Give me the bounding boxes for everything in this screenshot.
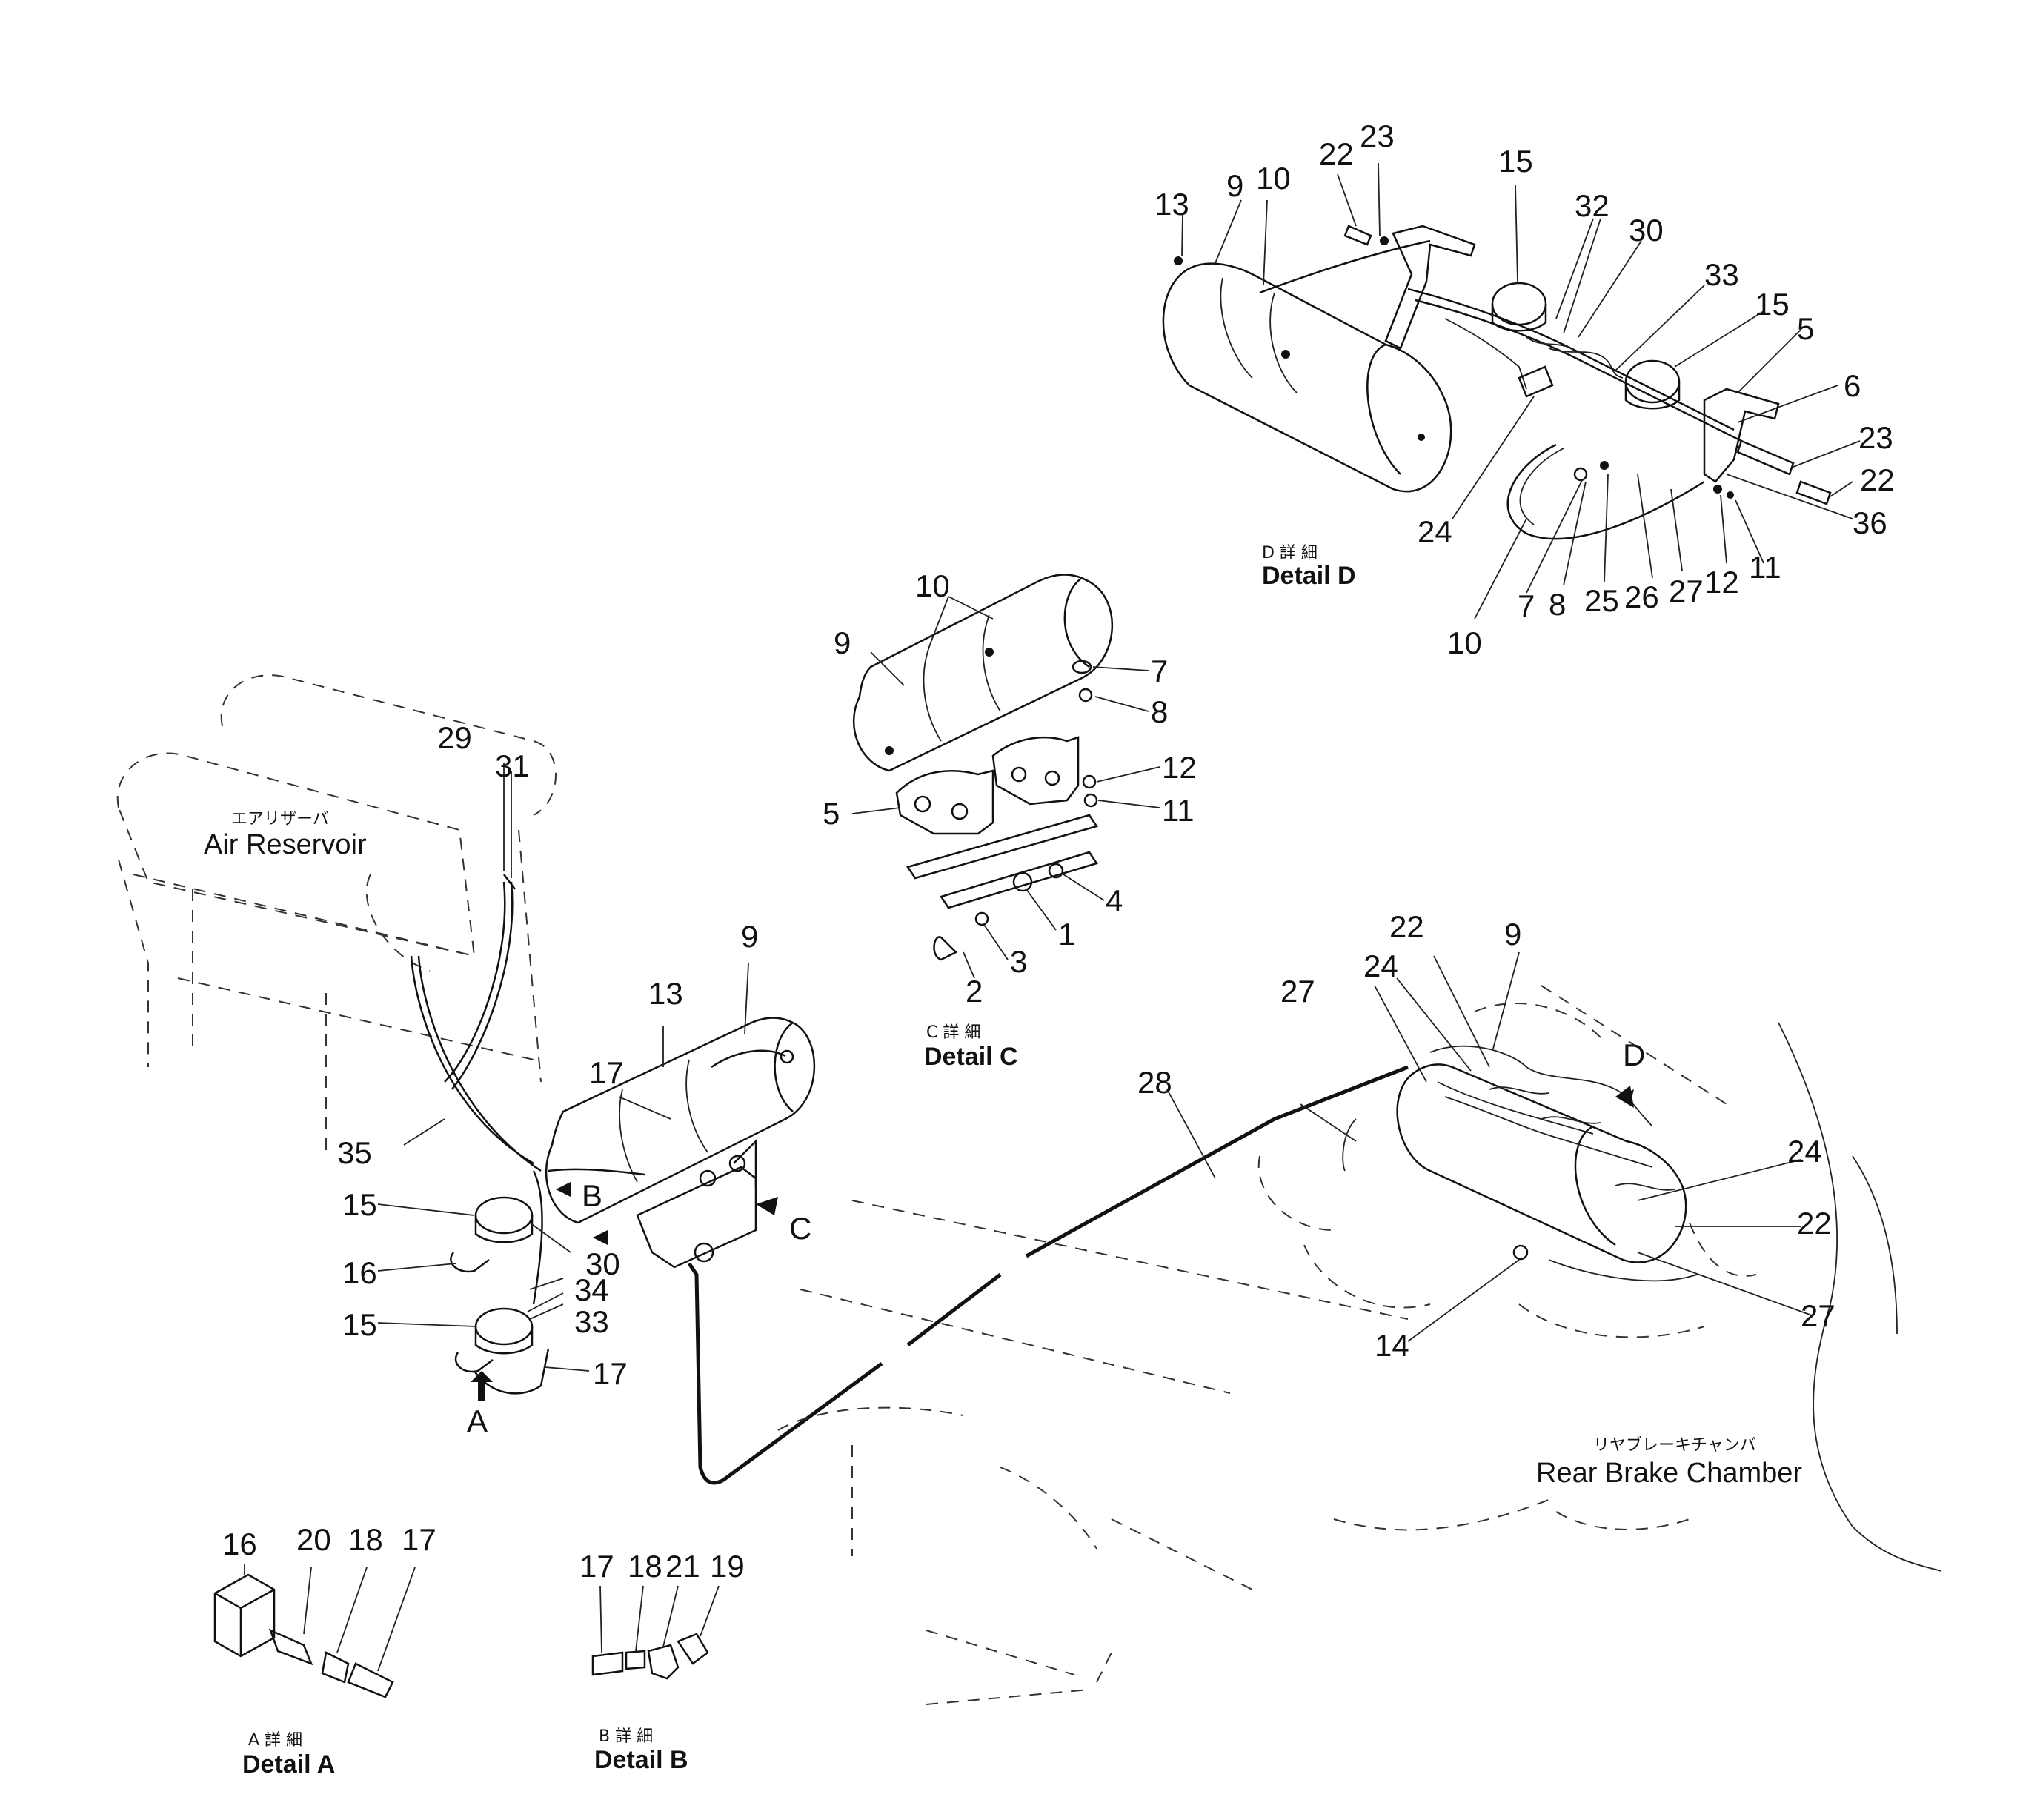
- callout-number: 33: [1704, 257, 1739, 292]
- callout-number: 26: [1624, 579, 1659, 614]
- callout-number: 15: [342, 1187, 377, 1222]
- callout-number: 24: [1418, 514, 1452, 549]
- detail-a-drawing: [213, 1564, 416, 1698]
- callout-number: 15: [1755, 287, 1790, 322]
- detail-d-caption-jp: D 詳 細: [1262, 544, 1318, 562]
- callout-number: 22: [1860, 462, 1895, 497]
- callout-number: 9: [1226, 168, 1243, 203]
- detail-a-caption-jp: A 詳 細: [248, 1731, 302, 1750]
- detail-a-caption: Detail A: [242, 1750, 335, 1779]
- detail-d-drawing: [1162, 162, 1861, 620]
- callout-number: 16: [222, 1527, 257, 1561]
- main-left-assembly: [377, 763, 815, 1485]
- callout-number: 4: [1106, 883, 1123, 918]
- callout-number: 12: [1704, 565, 1739, 600]
- callout-number: 24: [1363, 949, 1398, 983]
- callout-number: 22: [1389, 909, 1424, 944]
- rear-brake-label: Rear Brake Chamber: [1536, 1458, 1802, 1489]
- view-arrow-a-label: A: [467, 1404, 488, 1438]
- callout-number: 15: [1498, 144, 1533, 179]
- callout-number: 11: [1749, 550, 1781, 585]
- callout-number: 20: [296, 1522, 331, 1557]
- callout-number: 13: [648, 976, 683, 1011]
- callout-number: 5: [823, 796, 840, 831]
- callout-number: 2: [966, 974, 983, 1009]
- callout-number: 8: [1151, 694, 1168, 729]
- air-reservoir-label: Air Reservoir: [204, 829, 367, 860]
- callout-number: 17: [593, 1356, 628, 1391]
- air-reservoir-label-jp: エアリザーバ: [231, 810, 329, 828]
- detail-c-caption-jp: C 詳 細: [926, 1023, 980, 1042]
- callout-number: 29: [437, 720, 472, 755]
- callout-number: 11: [1162, 793, 1195, 828]
- callout-number: 15: [342, 1307, 377, 1342]
- rear-brake-chamber-drawing: [777, 951, 1942, 1705]
- callout-number: 27: [1280, 974, 1315, 1009]
- detail-b-drawing: [591, 1585, 720, 1680]
- callout-number: 28: [1137, 1065, 1172, 1100]
- callout-number: 24: [1787, 1134, 1822, 1169]
- detail-d-caption: Detail D: [1262, 562, 1356, 590]
- callout-number: 30: [1629, 213, 1664, 248]
- callout-number: 19: [710, 1549, 745, 1584]
- callout-number: 9: [1504, 917, 1521, 951]
- detail-c-drawing: [851, 574, 1160, 979]
- callout-number: 21: [665, 1549, 700, 1584]
- callout-number: 13: [1154, 187, 1189, 222]
- view-arrow-d-label: D: [1623, 1037, 1645, 1072]
- callout-number: 34: [574, 1272, 609, 1307]
- callout-number: 35: [337, 1135, 372, 1170]
- callout-number: 9: [834, 625, 851, 660]
- callout-number: 8: [1549, 587, 1566, 622]
- view-arrow-b-label: B: [582, 1178, 602, 1213]
- callout-number: 17: [579, 1549, 614, 1584]
- callout-number: 16: [342, 1255, 377, 1290]
- rear-brake-label-jp: リヤブレーキチャンバ: [1593, 1436, 1756, 1455]
- pipe-28: [721, 1065, 1409, 1483]
- detail-b-caption-jp: B 詳 細: [599, 1727, 653, 1746]
- callout-number: 7: [1518, 588, 1535, 623]
- callout-number: 14: [1375, 1328, 1409, 1363]
- callout-number: 30: [585, 1246, 620, 1281]
- view-arrow-c-label: C: [789, 1211, 811, 1246]
- callout-number: 6: [1844, 368, 1861, 403]
- callout-number: 3: [1010, 944, 1027, 979]
- callout-number: 18: [348, 1522, 383, 1557]
- callout-number: 10: [1447, 625, 1482, 660]
- callout-number: 33: [574, 1304, 609, 1339]
- air-reservoir-drawing: [116, 674, 557, 1156]
- callout-number: 27: [1801, 1298, 1835, 1333]
- callout-number: 31: [495, 748, 530, 783]
- callout-number: 5: [1797, 311, 1814, 346]
- callout-number: 1: [1058, 917, 1075, 951]
- callout-number: 22: [1319, 136, 1354, 171]
- callout-number: 10: [1256, 161, 1291, 196]
- callout-number: 17: [589, 1055, 624, 1090]
- callout-number: 10: [915, 568, 950, 603]
- callout-number: 25: [1584, 583, 1619, 618]
- callout-number: 7: [1151, 654, 1168, 688]
- callout-number: 36: [1853, 505, 1887, 540]
- callout-number: 9: [741, 919, 758, 954]
- callout-number: 32: [1575, 188, 1609, 223]
- callout-number: 17: [402, 1522, 436, 1557]
- callout-number: 23: [1858, 420, 1893, 455]
- callout-number: 12: [1162, 750, 1197, 785]
- detail-c-caption: Detail C: [924, 1043, 1018, 1071]
- callout-number: 23: [1360, 119, 1395, 153]
- callout-number: 18: [628, 1549, 662, 1584]
- callout-number: 27: [1669, 574, 1704, 608]
- callout-number: 22: [1797, 1206, 1832, 1241]
- detail-b-caption: Detail B: [594, 1746, 688, 1774]
